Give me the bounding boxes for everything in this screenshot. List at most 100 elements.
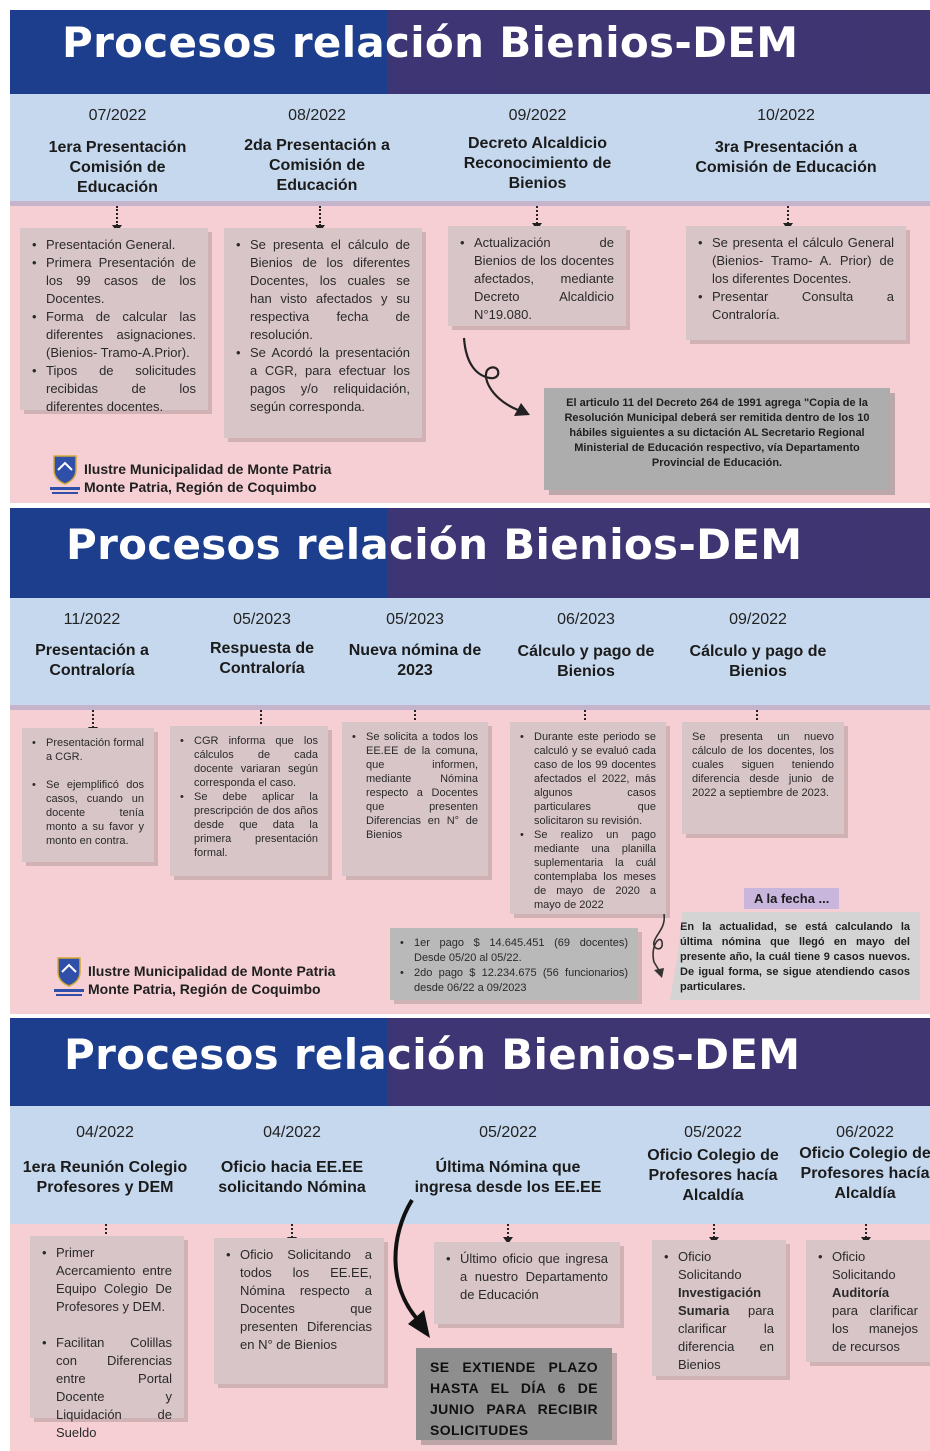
down-arrow-icon xyxy=(88,710,98,734)
down-arrow-icon xyxy=(861,1224,871,1244)
timeline-step: 08/2022 2da Presentación a Comisión de E… xyxy=(228,94,406,206)
step-name: 3ra Presentación a Comisión de Educación xyxy=(695,139,877,176)
list-item: Se Acordó la presentación a CGR, para ef… xyxy=(236,344,410,416)
step-date: 04/2022 xyxy=(76,1124,134,1141)
down-arrow-icon xyxy=(709,1224,719,1244)
list-item: Se presenta el cálculo de Bienios de los… xyxy=(236,236,410,344)
detail-card: Se presenta el cálculo de Bienios de los… xyxy=(224,228,422,438)
list-item: Se debe aplicar la prescripción de dos a… xyxy=(180,790,318,860)
detail-card: Oficio Solicitando Investigación Sumaria… xyxy=(652,1240,786,1376)
curved-arrow-icon xyxy=(393,1198,430,1338)
curved-arrow-icon xyxy=(462,337,530,416)
step-date: 10/2022 xyxy=(757,107,815,124)
list-item: 2do pago $ 12.234.675 (56 funcionarios) … xyxy=(400,966,628,996)
municipality-logo-icon xyxy=(50,455,80,494)
down-arrow-icon xyxy=(532,206,542,230)
card-text: para clarificar la diferencia en Bienios xyxy=(678,1303,774,1372)
step-date: 04/2022 xyxy=(263,1124,321,1141)
panel-2: Procesos relación Bienios-DEM 11/2022 Pr… xyxy=(10,508,930,1014)
timeline-step: 05/2023 Respuesta de Contraloría xyxy=(192,598,332,710)
status-note: En la actualidad, se está calculando la … xyxy=(670,912,920,1000)
card-emphasis: Investigación Sumaria xyxy=(678,1285,762,1318)
list-item: Presentación formal a CGR. xyxy=(32,736,144,764)
timeline-step: 06/2022 Oficio Colegio de Profesores hac… xyxy=(792,1106,930,1218)
timeline-band: 07/2022 1era Presentación Comisión de Ed… xyxy=(10,94,930,206)
timeline-step: 06/2023 Cálculo y pago de Bienios xyxy=(510,598,662,710)
step-date: 09/2022 xyxy=(729,611,787,628)
detail-card: CGR informa que los cálculos de cada doc… xyxy=(170,726,328,876)
footer-location: Monte Patria, Región de Coquimbo xyxy=(88,981,321,997)
status-label: A la fecha ... xyxy=(744,888,840,909)
down-arrow-icon xyxy=(503,1224,513,1244)
timeline-step: 11/2022 Presentación a Contraloría xyxy=(22,598,162,710)
panel-header: Procesos relación Bienios-DEM xyxy=(10,1018,930,1106)
detail-card: Presentación General. Primera Presentaci… xyxy=(20,228,208,414)
card-text: para clarificar los manejos de recursos xyxy=(832,1303,918,1354)
timeline-step: 09/2022 Decreto Alcaldicio Reconocimient… xyxy=(450,94,625,206)
footer-organization: Ilustre Municipalidad de Monte Patria xyxy=(88,963,336,979)
step-date: 05/2022 xyxy=(684,1124,742,1141)
list-item: Primera Presentación de los 99 casos de … xyxy=(32,254,196,308)
step-name: Cálculo y pago de Bienios xyxy=(689,643,827,680)
step-date: 09/2022 xyxy=(508,107,567,124)
step-date: 06/2022 xyxy=(836,1124,894,1141)
step-name: Presentación a Contraloría xyxy=(35,642,149,679)
panel-header: Procesos relación Bienios-DEM xyxy=(10,10,930,94)
detail-card: Último oficio que ingresa a nuestro Depa… xyxy=(434,1242,620,1324)
deadline-note: SE EXTIENDE PLAZO HASTA EL DÍA 6 DE JUNI… xyxy=(416,1348,612,1440)
list-item: Durante este periodo se calculó y se eva… xyxy=(520,730,656,828)
card-emphasis: Auditoría xyxy=(832,1285,890,1300)
list-item: Último oficio que ingresa a nuestro Depa… xyxy=(446,1250,608,1304)
down-arrow-icon xyxy=(315,206,325,232)
panel-title: Procesos relación Bienios-DEM xyxy=(66,520,803,569)
step-name: Decreto Alcaldicio Reconocimiento de Bie… xyxy=(463,135,612,192)
detail-card: Se solicita a todos los EE.EE de la comu… xyxy=(342,722,488,876)
timeline-step: 10/2022 3ra Presentación a Comisión de E… xyxy=(682,94,890,206)
down-arrow-icon xyxy=(287,1224,297,1244)
detail-card: Se presenta el cálculo General (Bienios-… xyxy=(686,226,906,340)
legal-note: El articulo 11 del Decreto 264 de 1991 a… xyxy=(544,388,890,490)
list-item: Se realizo un pago mediante una planilla… xyxy=(520,828,656,912)
panel-1: Procesos relación Bienios-DEM 07/2022 1e… xyxy=(10,10,930,503)
detail-card: Se presenta un nuevo cálculo de los doce… xyxy=(682,722,844,834)
step-date: 08/2022 xyxy=(288,107,346,124)
panel-3: Procesos relación Bienios-DEM 04/2022 1e… xyxy=(10,1018,930,1451)
list-item: Tipos de solicitudes recibidas de los di… xyxy=(32,362,196,416)
timeline-band: 04/2022 1era Reunión Colegio Profesores … xyxy=(10,1106,930,1224)
footer-organization: Ilustre Municipalidad de Monte Patria xyxy=(84,461,332,477)
timeline-step: 05/2023 Nueva nómina de 2023 xyxy=(340,598,490,710)
card-text: Oficio Solicitando xyxy=(678,1249,742,1282)
step-name: Cálculo y pago de Bienios xyxy=(517,643,655,680)
step-date: 05/2022 xyxy=(479,1124,537,1141)
detail-card: Oficio Solicitando Auditoría para clarif… xyxy=(806,1240,930,1362)
list-item: Oficio Solicitando a todos los EE.EE, Nó… xyxy=(226,1246,372,1354)
step-name: 1era Reunión Colegio Profesores y DEM xyxy=(22,1159,188,1196)
timeline-step: 04/2022 1era Reunión Colegio Profesores … xyxy=(16,1106,194,1218)
list-item: Facilitan Colillas con Diferencias entre… xyxy=(42,1334,172,1442)
panel-header: Procesos relación Bienios-DEM xyxy=(10,508,930,598)
list-item: Actualización de Bienios de los docentes… xyxy=(460,234,614,324)
step-name: Oficio Colegio de Profesores hacía Alcal… xyxy=(647,1147,779,1204)
list-item: Oficio Solicitando Auditoría para clarif… xyxy=(818,1248,918,1356)
step-date: 05/2023 xyxy=(233,611,291,628)
detail-card: Durante este periodo se calculó y se eva… xyxy=(510,722,666,914)
list-item: Se ejemplificó dos casos, cuando un doce… xyxy=(32,778,144,848)
detail-card: Oficio Solicitando a todos los EE.EE, Nó… xyxy=(214,1238,384,1384)
list-item: Se presenta el cálculo General (Bienios-… xyxy=(698,234,894,288)
footer-location: Monte Patria, Región de Coquimbo xyxy=(84,479,317,495)
card-text: Oficio Solicitando xyxy=(832,1249,896,1282)
step-name: Oficio hacia EE.EE solicitando Nómina xyxy=(218,1159,366,1196)
step-name: 2da Presentación a Comisión de Educación xyxy=(244,137,390,194)
step-name: Respuesta de Contraloría xyxy=(209,640,315,677)
step-name: 1era Presentación Comisión de Educación xyxy=(48,139,187,196)
timeline-step: 04/2022 Oficio hacia EE.EE solicitando N… xyxy=(208,1106,376,1218)
detail-card: Actualización de Bienios de los docentes… xyxy=(448,226,626,326)
step-date: 06/2023 xyxy=(557,611,615,628)
down-arrow-icon xyxy=(112,206,122,232)
step-name: Oficio Colegio de Profesores hacía Alcal… xyxy=(799,1145,930,1202)
timeline-step: 05/2022 Oficio Colegio de Profesores hac… xyxy=(640,1106,786,1218)
list-item: Presentar Consulta a Contraloría. xyxy=(698,288,894,324)
payment-card: 1er pago $ 14.645.451 (69 docentes) Desd… xyxy=(390,928,638,1000)
list-item: CGR informa que los cálculos de cada doc… xyxy=(180,734,318,790)
timeline-band: 11/2022 Presentación a Contraloría 05/20… xyxy=(10,598,930,710)
